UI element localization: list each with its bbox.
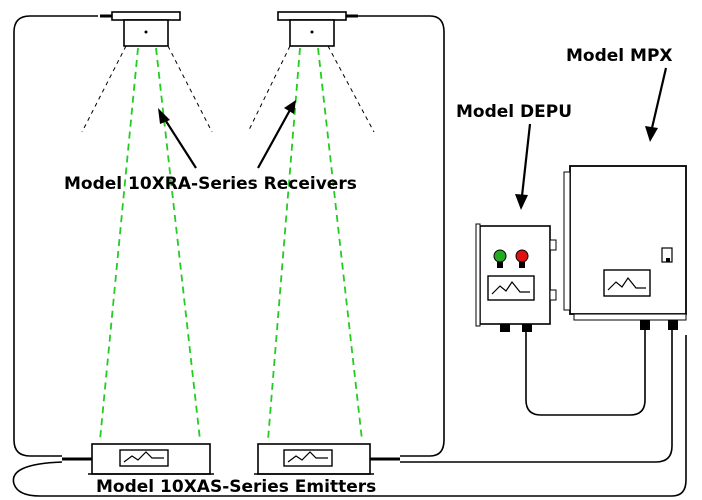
fov-left-outer xyxy=(81,45,127,133)
label-emitters: Model 10XAS-Series Emitters xyxy=(96,477,377,497)
arrow-depu xyxy=(515,123,532,210)
fov-right-inner xyxy=(327,45,375,133)
cable-depu-to-mpx xyxy=(525,330,646,416)
beam-left-a xyxy=(99,47,139,441)
beam-left-b xyxy=(155,47,201,441)
arrow-receiver-left xyxy=(158,108,197,169)
cable-bottom-run xyxy=(12,335,687,497)
emitter-right xyxy=(254,443,400,475)
cable-left-loop xyxy=(13,15,98,457)
arrow-group xyxy=(158,67,668,210)
receiver-right xyxy=(277,11,358,47)
receiver-left xyxy=(100,11,181,47)
emitter-left xyxy=(62,443,214,475)
arrow-receiver-right xyxy=(257,100,296,169)
fov-left-inner xyxy=(167,45,213,133)
cable-right-loop xyxy=(330,15,445,457)
cable-emitter-to-mpx xyxy=(400,330,673,463)
label-receivers: Model 10XRA-Series Receivers xyxy=(64,174,357,194)
beam-right-b xyxy=(317,47,363,441)
depu-unit xyxy=(475,223,557,332)
beam-right-a xyxy=(267,47,301,441)
fov-right-outer xyxy=(247,45,291,133)
fov-group xyxy=(81,45,375,133)
label-mpx: Model MPX xyxy=(566,46,673,66)
cable-group xyxy=(12,15,687,497)
label-depu: Model DEPU xyxy=(456,102,573,122)
arrow-mpx xyxy=(645,67,668,142)
beam-group xyxy=(99,47,363,441)
mpx-unit xyxy=(563,165,687,330)
